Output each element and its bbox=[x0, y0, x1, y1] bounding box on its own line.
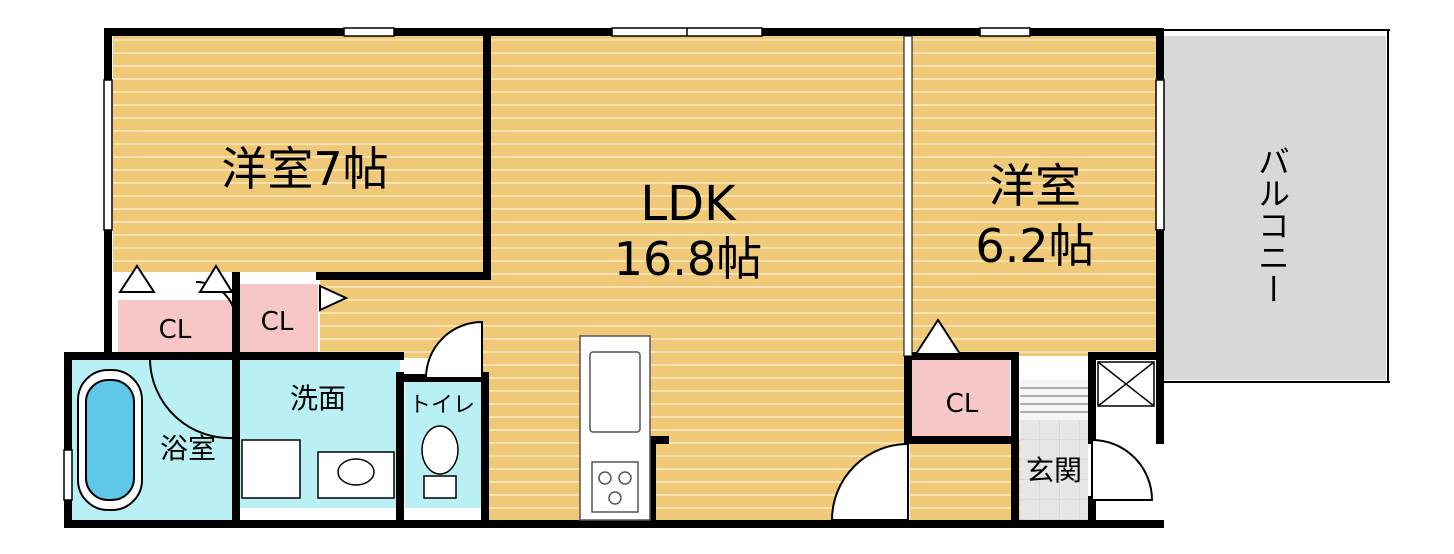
toilet-fixture bbox=[421, 425, 459, 499]
bathtub bbox=[77, 369, 143, 511]
doors bbox=[149, 281, 1154, 521]
wash-fixtures bbox=[241, 439, 395, 499]
western-room-left-floor bbox=[113, 36, 483, 272]
closet-2-label: CL bbox=[261, 307, 294, 337]
toilet-label: トイレ bbox=[409, 393, 475, 418]
entrance-label: 玄関 bbox=[1026, 454, 1082, 487]
kitchen-counter bbox=[579, 335, 651, 521]
windows bbox=[63, 27, 1165, 501]
western-room-right-floor bbox=[910, 36, 1158, 356]
closet-1-label: CL bbox=[159, 315, 192, 345]
balcony-railing bbox=[1160, 29, 1390, 383]
western-room-right-size-label: 6.2帖 bbox=[975, 219, 1094, 273]
western-room-right-label: 洋室 bbox=[989, 159, 1081, 213]
bathroom-label: 浴室 bbox=[160, 432, 216, 465]
closet-2 bbox=[240, 284, 318, 354]
western-room-left-label: 洋室7帖 bbox=[221, 142, 388, 196]
entrance-step bbox=[1020, 380, 1088, 420]
closet-3 bbox=[912, 356, 1010, 436]
sliding-partition bbox=[903, 35, 913, 357]
washroom-label: 洗面 bbox=[290, 382, 346, 415]
closet-door-markers bbox=[118, 264, 962, 355]
closet-3-label: CL bbox=[946, 389, 979, 419]
ldk-label: LDK bbox=[640, 176, 737, 232]
hall-floor bbox=[910, 440, 1020, 520]
ldk-size-label: 16.8帖 bbox=[614, 232, 762, 286]
step-lines bbox=[1020, 387, 1088, 413]
entrance-floor bbox=[1020, 420, 1088, 520]
balcony-floor bbox=[1162, 36, 1386, 380]
shoe-cabinet bbox=[1097, 361, 1155, 407]
closet-1 bbox=[118, 300, 232, 354]
ldk-floor bbox=[483, 36, 908, 520]
balcony-label: バルコニー bbox=[1253, 145, 1291, 305]
